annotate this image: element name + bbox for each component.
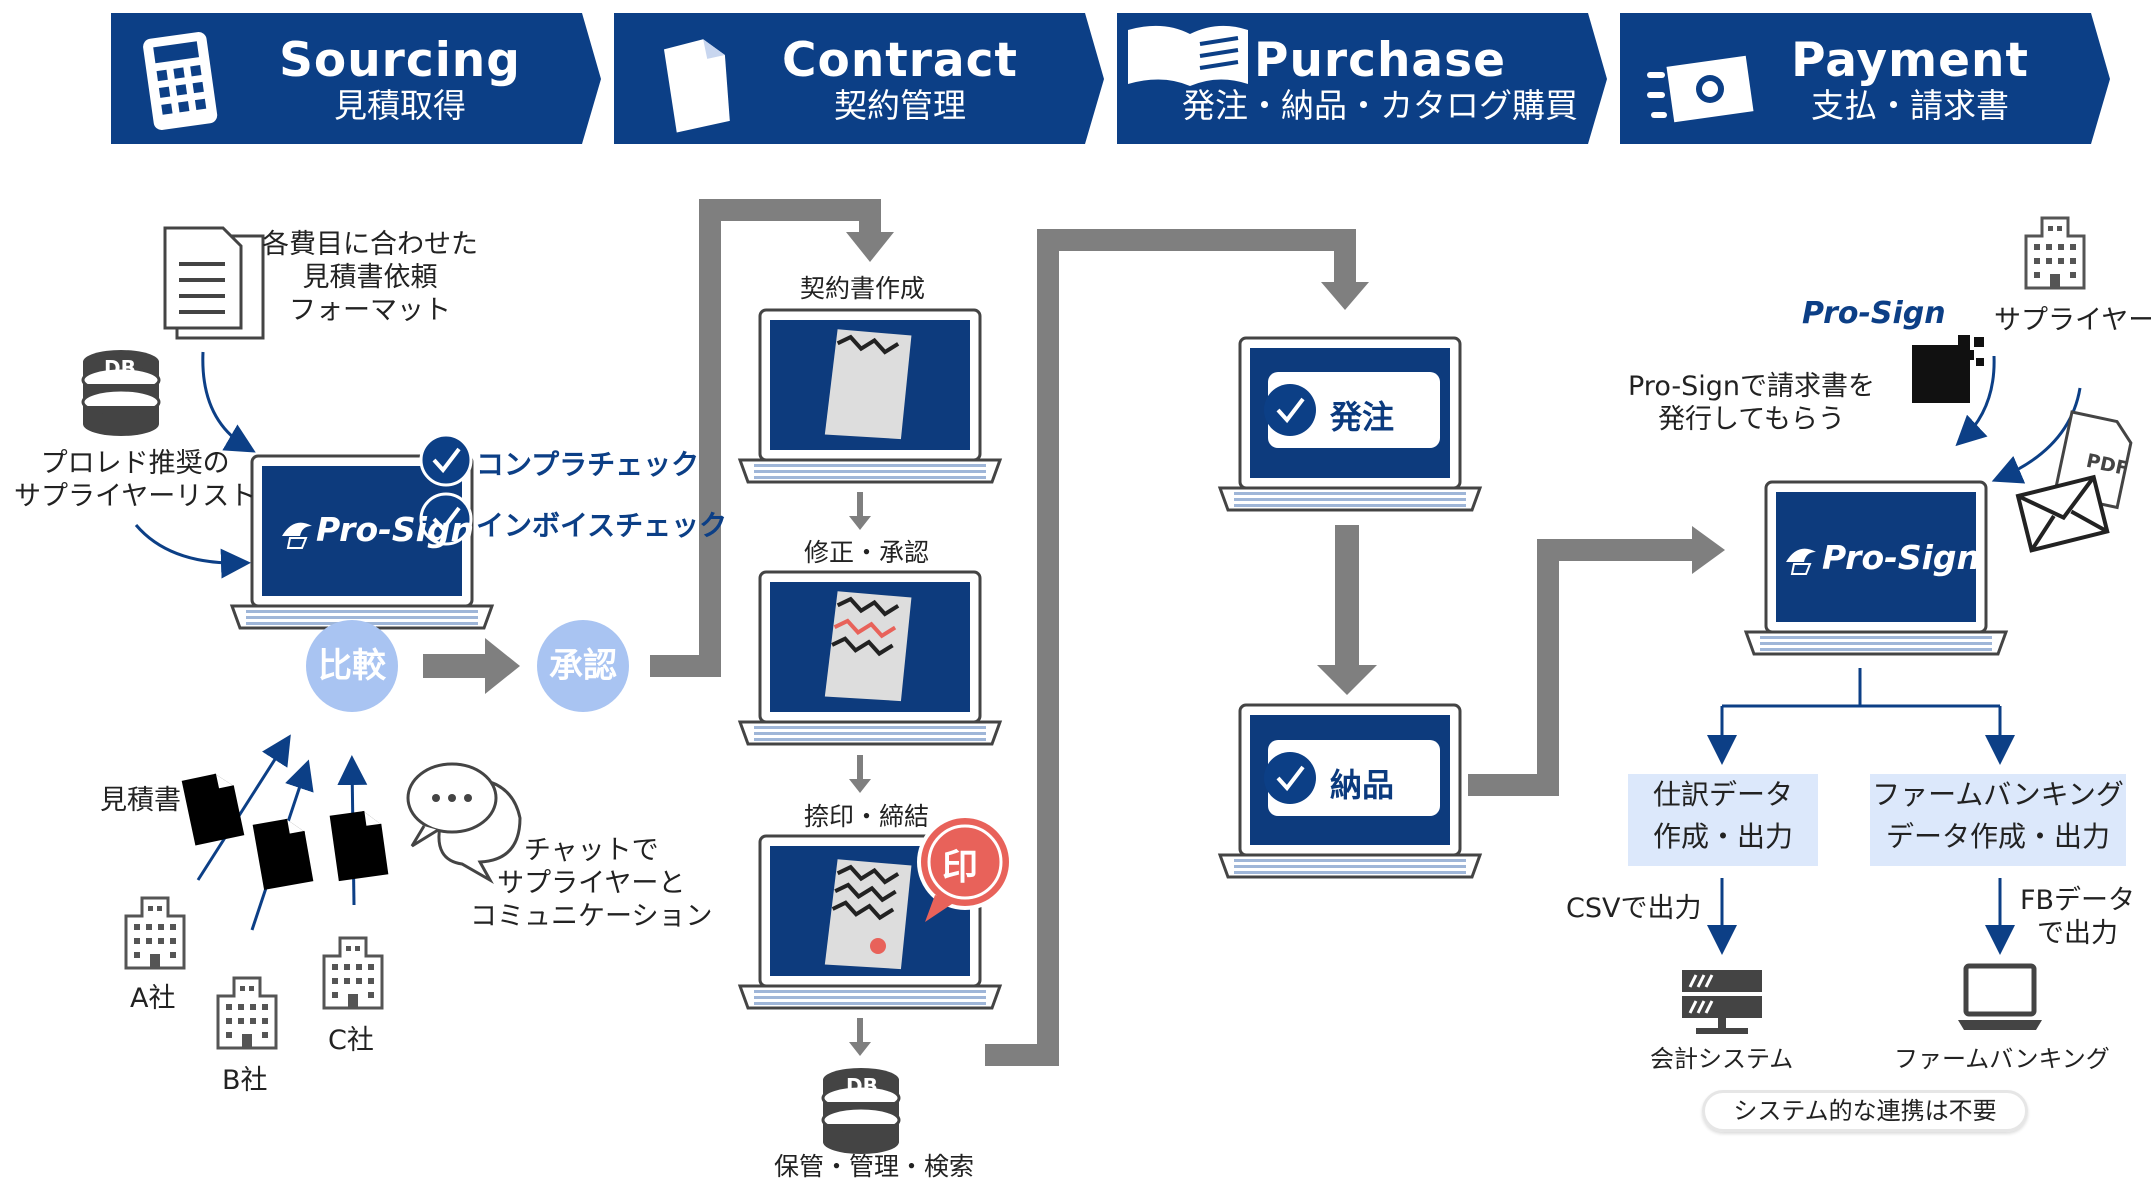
firm-banking-label: ファームバンキング: [1894, 1045, 2110, 1073]
fb-box-line2: データ作成・出力: [1885, 820, 2110, 853]
contract-paper-icon: [824, 329, 912, 440]
stage-title: Sourcing: [279, 33, 521, 88]
chat-label-line1: チャットで: [523, 835, 659, 866]
csv-output-label: CSVで出力: [1566, 893, 1702, 924]
journal-data-box: 仕訳データ 作成・出力: [1628, 774, 1818, 866]
quote-document-icon: [180, 769, 246, 847]
pro-sign-brand: Pro-Sign: [316, 510, 475, 549]
cash-icon: [1647, 55, 1754, 123]
supplier-label: サプライヤー: [1994, 305, 2151, 336]
stage-contract-banner: [614, 13, 1104, 144]
stage-title: Contract: [782, 33, 1018, 88]
pro-sign-logo-icon: [282, 522, 312, 549]
stage-title: Purchase: [1254, 33, 1506, 88]
delivery-label: 納品: [1330, 766, 1395, 804]
server-icon: [1682, 970, 1762, 1034]
company-c-label: C社: [328, 1025, 374, 1056]
issue-invoice-label: Pro-Signで請求書を 発行してもらう: [1628, 370, 1875, 436]
issue-invoice-line2: 発行してもらう: [1658, 404, 1845, 435]
chat-label: チャットで サプライヤーと コミュニケーション: [470, 834, 712, 933]
format-label-line2: 見積書依頼: [302, 262, 438, 293]
check-circle-icon: [419, 433, 473, 487]
contract-paper-icon: [824, 859, 912, 970]
format-label-line1: 各費目に合わせた: [262, 229, 478, 260]
chat-label-line3: コミュニケーション: [470, 901, 713, 932]
supplier-list-label: プロレド推奨の サプライヤーリスト: [14, 447, 256, 513]
invoice-check-label: インボイスチェック: [476, 509, 728, 542]
supplier-list-line2: サプライヤーリスト: [14, 481, 257, 512]
stage-subtitle: 支払・請求書: [1811, 86, 2009, 125]
seal-stamp-icon: [917, 814, 1013, 922]
db-label: DB: [104, 356, 136, 380]
pro-sign-logo-text: Pro-Sign: [1802, 296, 1946, 331]
chat-bubble-icon: [406, 762, 522, 884]
accounting-system-label: 会計システム: [1650, 1045, 1794, 1073]
format-document-icon: [163, 226, 265, 340]
qr-code-icon: [1912, 335, 1984, 403]
document-icon: [663, 39, 730, 133]
laptop-icon: [1958, 963, 2042, 1030]
stage-subtitle: 見積取得: [334, 86, 466, 125]
quote-label: 見積書: [100, 785, 181, 816]
building-icon: [216, 976, 278, 1050]
check-circle-icon: [1264, 384, 1316, 436]
contract-revise-label: 修正・承認: [804, 538, 930, 567]
supplier-building-icon: [2024, 216, 2086, 290]
quote-document-icon: [251, 815, 315, 891]
stage-sourcing-banner: [111, 13, 601, 144]
arrow-head: [846, 232, 894, 262]
stage-banner: [111, 13, 2110, 144]
compare-step: 比較: [306, 620, 398, 712]
journal-box-line2: 作成・出力: [1652, 820, 1793, 853]
calculator-icon: [143, 32, 218, 130]
journal-box-line1: 仕訳データ: [1652, 778, 1793, 811]
firm-banking-data-box: ファームバンキング データ作成・出力: [1870, 774, 2126, 866]
fb-output-line1: FBデータ: [2020, 885, 2136, 916]
building-icon: [322, 936, 384, 1010]
contract-db-label: DB: [846, 1074, 878, 1098]
pro-sign-logo-icon: [1786, 548, 1816, 575]
chat-label-line2: サプライヤーと: [497, 868, 686, 899]
stage-subtitle: 契約管理: [834, 86, 966, 125]
stage-payment-label: Payment 支払・請求書: [1725, 36, 2095, 126]
contract-create-label: 契約書作成: [800, 274, 926, 303]
arrow-head: [1692, 526, 1725, 574]
format-label-line3: フォーマット: [289, 295, 451, 326]
stage-sourcing-label: Sourcing 見積取得: [220, 36, 580, 126]
contract-seal-label: 捺印・締結: [804, 802, 930, 831]
order-label: 発注: [1330, 398, 1395, 436]
fb-box-line1: ファームバンキング: [1872, 778, 2124, 811]
arrow-head: [1321, 282, 1369, 310]
contract-paper-icon: [824, 591, 912, 702]
envelope-icon: [2015, 474, 2110, 553]
catalog-book-icon: [1128, 25, 1248, 86]
stage-title: Payment: [1791, 33, 2029, 88]
company-b-label: B社: [222, 1065, 268, 1096]
check-circle-icon: [1264, 752, 1316, 804]
check-circle-icon: [419, 492, 473, 546]
gray-flow-arrows: [650, 199, 1692, 1066]
stage-contract-label: Contract 契約管理: [720, 36, 1080, 126]
approve-step: 承認: [537, 620, 629, 712]
stage-purchase-label: Purchase 発注・納品・カタログ購買: [1170, 36, 1590, 126]
supplier-list-line1: プロレド推奨の: [40, 448, 230, 479]
fb-output-label: FBデータ で出力: [2020, 884, 2135, 950]
fb-output-line2: で出力: [2037, 918, 2119, 949]
stage-subtitle: 発注・納品・カタログ購買: [1182, 86, 1578, 125]
issue-invoice-line1: Pro-Signで請求書を: [1628, 371, 1875, 402]
seal-text: 印: [942, 847, 979, 888]
compliance-check-label: コンプラチェック: [476, 448, 700, 481]
quote-document-icon: [328, 807, 390, 883]
building-icon: [124, 896, 186, 970]
company-a-label: A社: [130, 983, 176, 1014]
pro-sign-brand: Pro-Sign: [1822, 538, 1981, 577]
format-label: 各費目に合わせた 見積書依頼 フォーマット: [262, 228, 478, 327]
storage-label: 保管・管理・検索: [774, 1152, 975, 1181]
no-integration-badge: システム的な連携は不要: [1702, 1090, 2028, 1132]
